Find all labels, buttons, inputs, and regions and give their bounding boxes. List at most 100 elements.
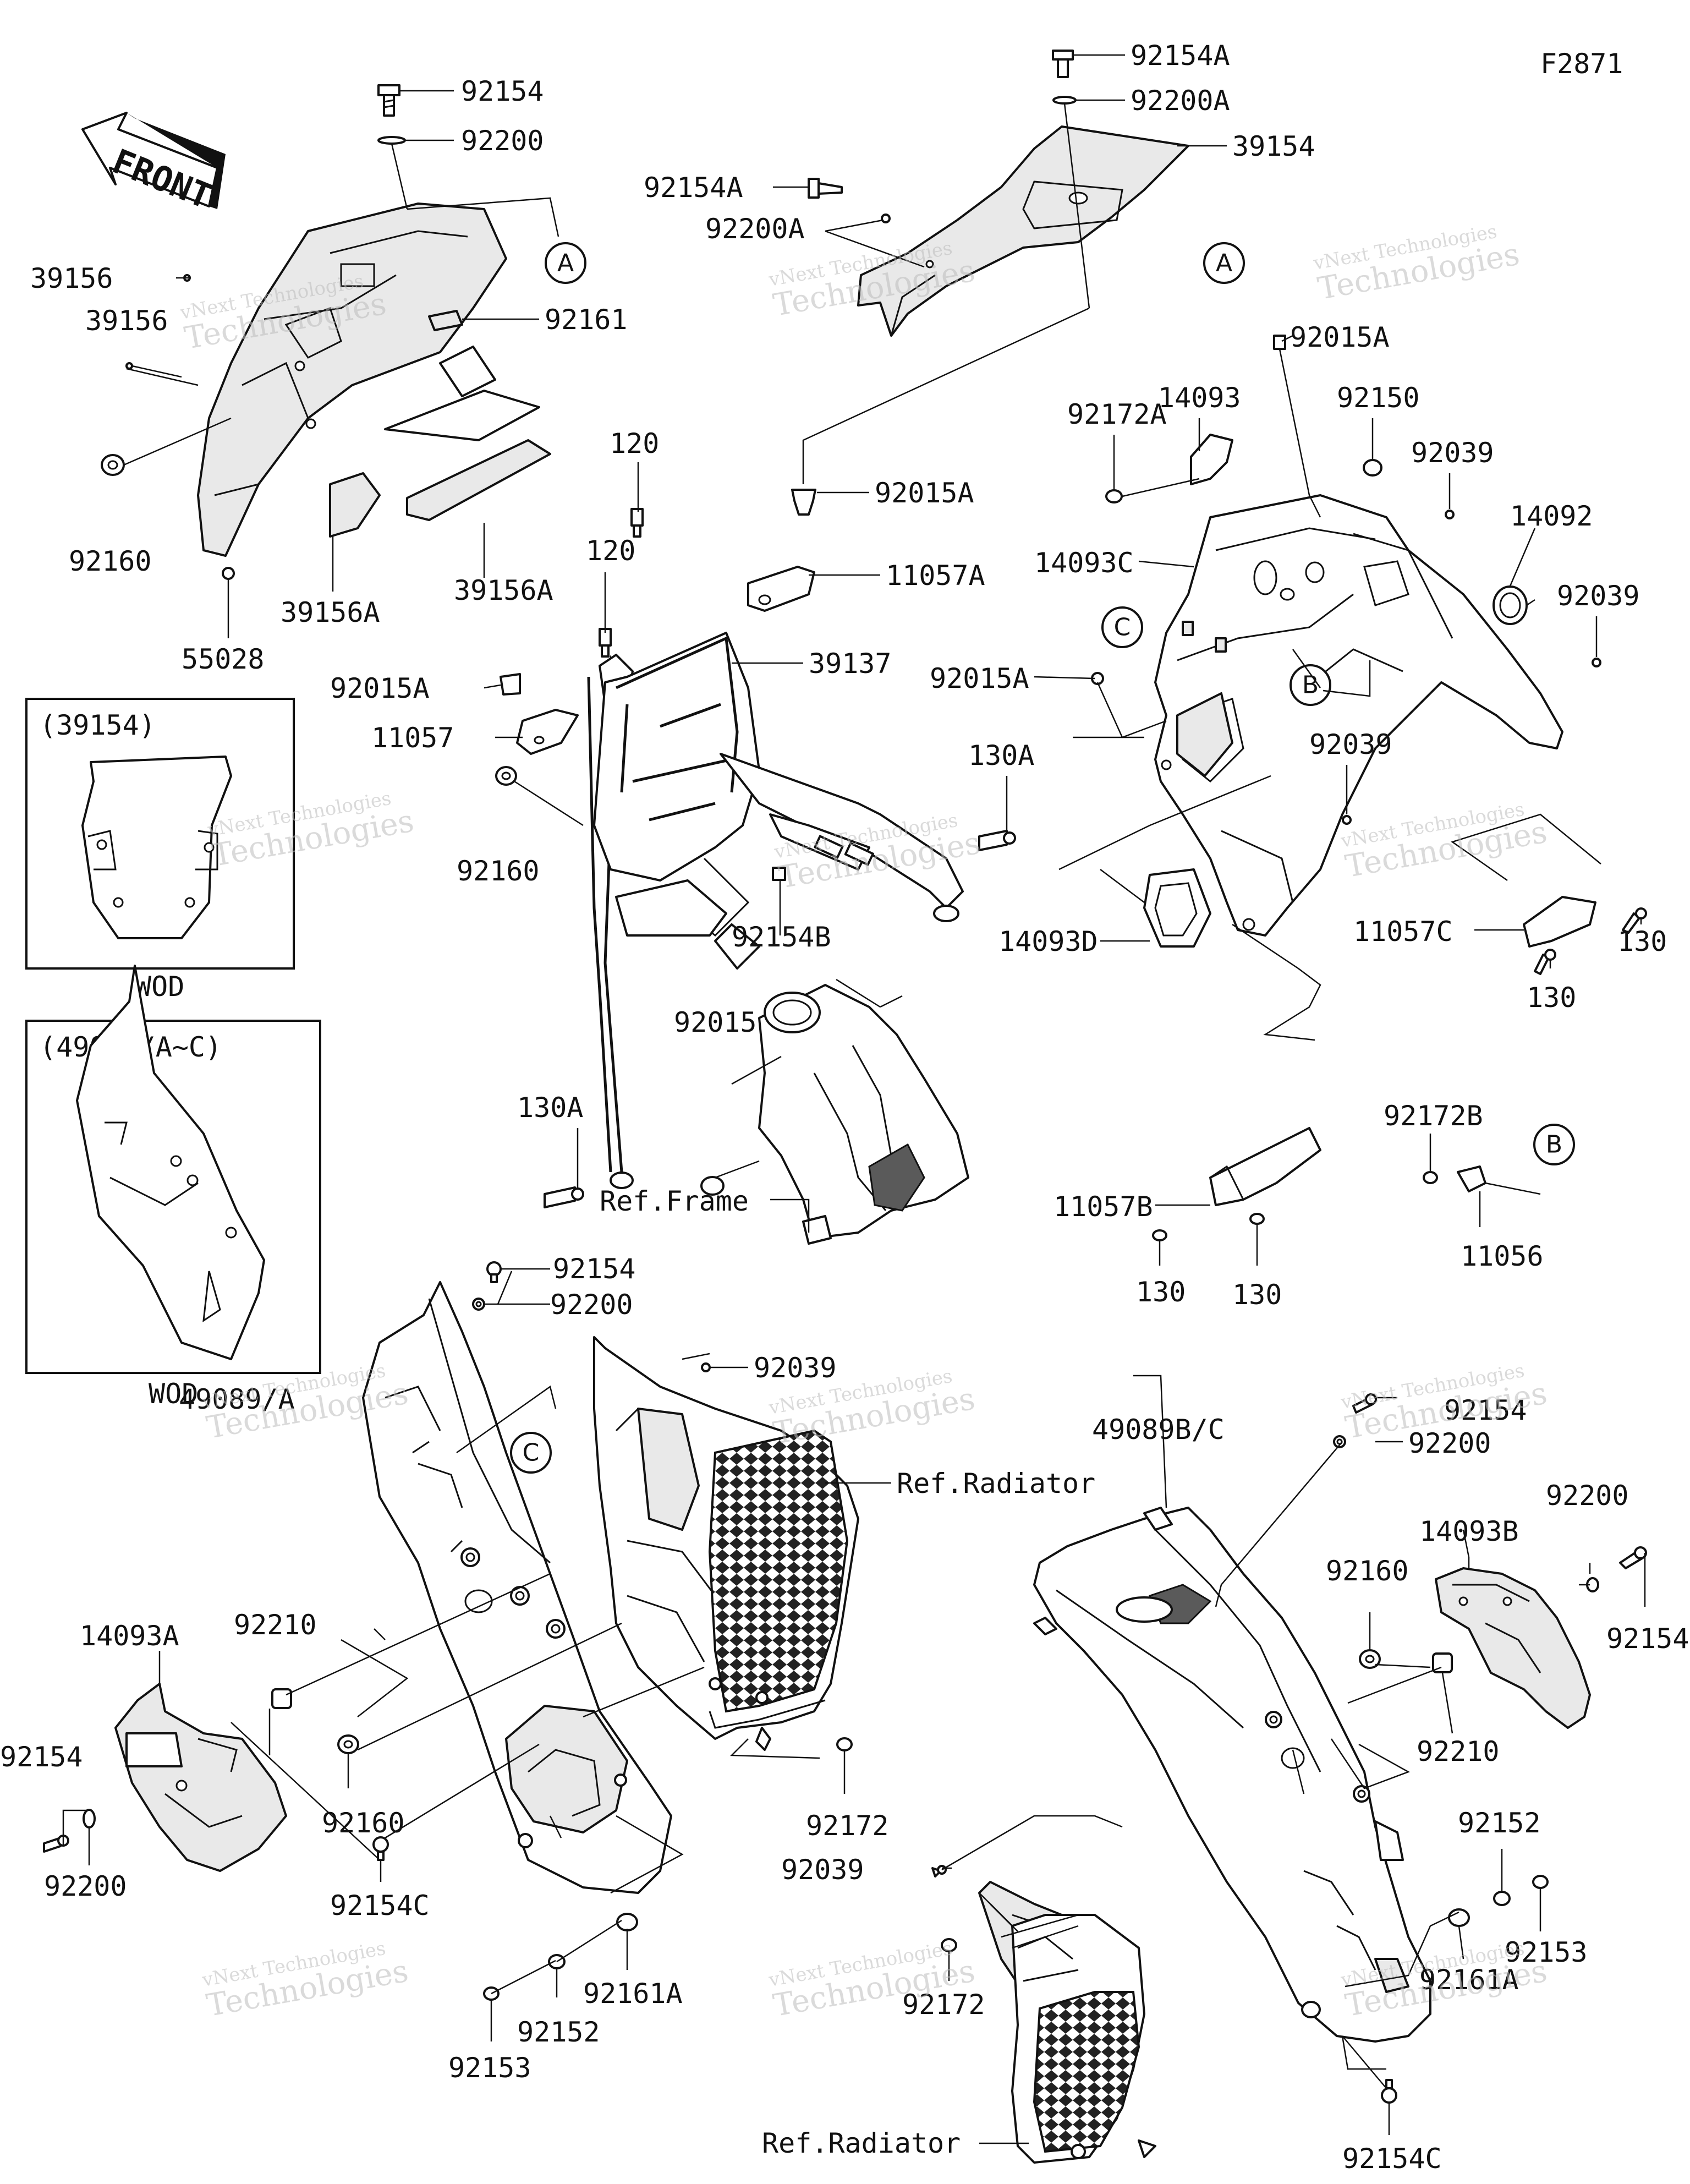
part-label: 92154A <box>1131 40 1230 72</box>
leader-lines <box>62 54 1646 2144</box>
clip-55028 <box>222 567 235 580</box>
part-label: 92200 <box>461 125 544 157</box>
bracket-11057A <box>747 566 815 612</box>
callout-a-upper: A <box>545 242 586 284</box>
part-label: 39156A <box>281 596 380 628</box>
bolt-92154A-top <box>1052 50 1074 78</box>
part-label: 11057B <box>1053 1191 1153 1223</box>
bracket-11057 <box>516 709 579 755</box>
rivet-92039-a <box>1445 510 1455 519</box>
callout-b-lower: B <box>1533 1124 1575 1165</box>
callout-label: A <box>1216 249 1232 277</box>
part-label: 130 <box>1232 1279 1282 1311</box>
part-label: Ref.Radiator <box>762 2127 961 2159</box>
part-label: 39156 <box>85 305 168 337</box>
part-label: 92154B <box>732 921 831 953</box>
callout-label: B <box>1546 1131 1562 1159</box>
radiator-shroud-right <box>1011 1914 1156 2164</box>
stay-39137 <box>587 632 964 1189</box>
bolt-120-a <box>630 508 644 538</box>
part-label: 92161 <box>545 304 628 336</box>
part-label: 14092 <box>1510 500 1593 532</box>
callout-label: A <box>557 249 574 277</box>
part-label: 92160 <box>457 855 540 887</box>
grommet-92160-d <box>1359 1649 1381 1669</box>
inner-panel-14093 <box>1154 494 1563 937</box>
part-label: 92015 <box>674 1006 757 1038</box>
part-label: 92015A <box>330 672 430 704</box>
diagram-code: F2871 <box>1540 48 1623 80</box>
rivet-92039-c <box>1342 815 1352 825</box>
part-label: 11057A <box>886 560 985 592</box>
part-label: 11057C <box>1353 916 1453 948</box>
bracket-39156A-small <box>329 472 381 538</box>
bolt-130-a <box>1622 907 1647 934</box>
part-label: 92039 <box>1309 729 1392 760</box>
washer-92200-top <box>377 136 406 145</box>
side-cowl-49089A <box>362 1281 672 1894</box>
bracket-14093-small <box>1190 434 1233 485</box>
part-label: 49089/A <box>179 1383 295 1415</box>
grommet-92161A-b <box>1448 1908 1470 1927</box>
washer-92200-mid <box>472 1298 485 1311</box>
nut-92150 <box>1363 459 1382 477</box>
callout-c-right: C <box>1101 606 1143 648</box>
part-label: 92154 <box>1444 1394 1527 1426</box>
spacer-92210-b <box>1432 1652 1453 1673</box>
part-label: 130 <box>1527 982 1576 1014</box>
wod-box-windshield: (39154) WOD <box>25 698 295 1003</box>
bolt-92154-top <box>377 84 400 117</box>
part-label: 49089B/C <box>1092 1414 1225 1446</box>
bolt-92154-mid <box>486 1261 502 1283</box>
bolt-92154A-mid <box>808 178 843 199</box>
part-label: 92015A <box>1290 321 1390 353</box>
part-label: 92039 <box>1557 580 1640 612</box>
part-label: 92015A <box>930 663 1029 694</box>
panel-14093A <box>114 1683 287 1872</box>
callout-a-right: A <box>1203 242 1245 284</box>
rivet-92039-d <box>701 1362 711 1372</box>
grommet-92160-b <box>495 766 517 786</box>
bolt-130-b <box>1534 949 1556 975</box>
part-label: 92161A <box>583 1978 683 2010</box>
wod-box-side-cowl: (49089/A~C) WOD <box>25 965 321 1410</box>
part-label: 92172 <box>902 1989 985 2021</box>
bolt-120-b <box>599 628 612 658</box>
washer-92200-r1 <box>1333 1435 1346 1448</box>
rivet-92039-b <box>1592 658 1601 667</box>
part-label: 92152 <box>517 2016 600 2048</box>
washer-92200A-top <box>1052 96 1077 105</box>
callout-label: C <box>523 1439 540 1467</box>
part-label: 92200 <box>550 1289 633 1321</box>
nut-92015 <box>700 1176 725 1196</box>
part-label: 92154C <box>330 1890 430 1922</box>
side-cowl-49089BC <box>1033 1507 1431 2043</box>
part-label: 130A <box>968 740 1034 771</box>
part-label: 92154C <box>1342 2143 1442 2175</box>
part-label: 14093 <box>1158 382 1241 414</box>
bolt-130-d <box>1152 1229 1167 1241</box>
part-label: 92210 <box>1417 1736 1500 1767</box>
part-label: 92154 <box>461 75 544 107</box>
panel-14093B <box>1435 1567 1591 1729</box>
bolt-130A-b <box>544 1186 584 1208</box>
callout-c-left: C <box>510 1432 552 1474</box>
grommet-92160-a <box>101 454 125 476</box>
part-label: 14093B <box>1419 1515 1519 1547</box>
part-label: 92039 <box>754 1352 837 1384</box>
radiator-shroud <box>593 1336 859 1751</box>
callout-label: B <box>1302 671 1319 699</box>
part-label: 92200 <box>1546 1480 1629 1512</box>
part-label: 14093D <box>998 926 1098 957</box>
part-label: 39156A <box>454 574 553 606</box>
part-label: 92172A <box>1067 398 1167 430</box>
part-label: 130 <box>1617 926 1667 957</box>
front-arrow-icon: FRONT <box>81 112 226 217</box>
bolt-130A-a <box>978 830 1016 851</box>
clip-11056 <box>1457 1165 1486 1192</box>
part-label: 92172 <box>806 1810 889 1842</box>
part-label: 39156 <box>30 262 113 294</box>
part-label: 130 <box>1136 1276 1186 1308</box>
part-label: 92200 <box>44 1870 127 1902</box>
part-label: 55028 <box>182 643 265 675</box>
